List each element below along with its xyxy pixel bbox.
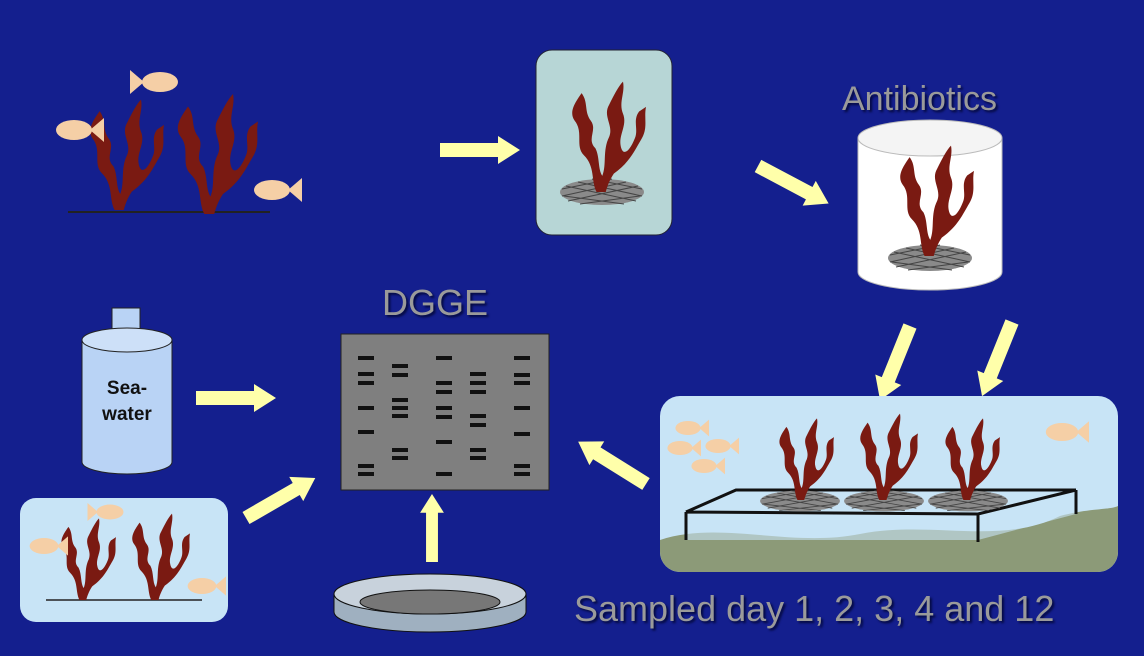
seaweed-habitat-scene: [56, 70, 302, 214]
arrow-field-to-dgge: [239, 465, 323, 531]
arrow-to-tank-right: [969, 316, 1025, 402]
petri-dish: [333, 573, 527, 633]
field-sample-box: [20, 498, 228, 622]
arrow-petri-to-dgge: [420, 494, 444, 562]
arrow-to-antibiotics: [751, 153, 836, 216]
isolated-plant-box: [535, 49, 673, 236]
arrow-seawater-to-dgge: [196, 384, 276, 412]
arrow-tank-to-dgge: [570, 429, 654, 496]
sampling-days-label: Sampled day 1, 2, 3, 4 and 12: [574, 588, 1055, 629]
seawater-label: Sea- water: [82, 376, 172, 428]
arrow-to-tank-left: [867, 320, 923, 406]
seawater-label-line2: water: [102, 404, 152, 425]
dgge-gel: [340, 333, 550, 491]
seawater-bottle: [81, 307, 173, 475]
antibiotics-label: Antibiotics: [842, 80, 997, 118]
arrow-to-isolated-plant: [440, 136, 520, 164]
experimental-tank: [660, 396, 1118, 572]
antibiotics-container: [857, 119, 1003, 291]
dgge-label: DGGE: [382, 282, 489, 323]
seawater-label-line1: Sea-: [106, 378, 148, 399]
